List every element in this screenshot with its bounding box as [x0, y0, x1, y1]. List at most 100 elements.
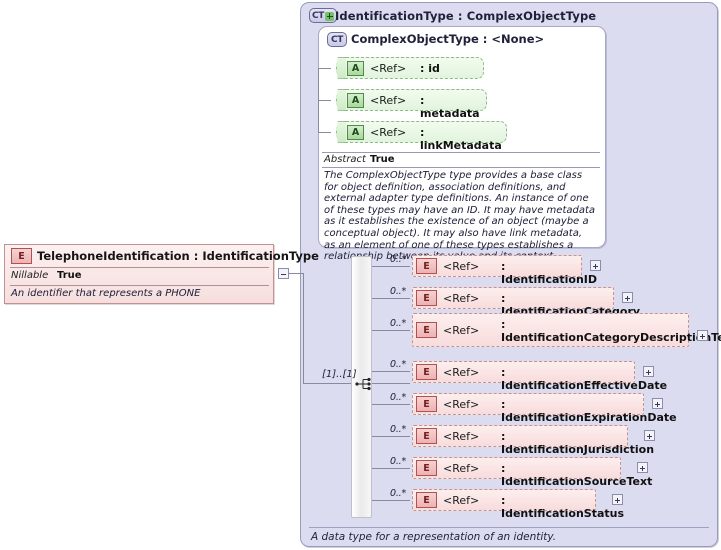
facet-key-nillable: Nillable — [11, 270, 49, 281]
root-element-box-telephoneidentification[interactable]: E TelephoneIdentification : Identificati… — [4, 244, 319, 304]
attribute-icon: A — [347, 125, 364, 140]
element-connector-1 — [372, 266, 410, 267]
element-connector-7 — [372, 468, 410, 469]
sequence-cardinality-label: [1]..[1] — [322, 369, 357, 380]
element-cardinality-2: 0..* — [390, 286, 407, 297]
expand-icon[interactable] — [697, 330, 708, 341]
root-to-type-connector — [289, 273, 303, 274]
element-row-identificationcategory[interactable]: E <Ref> : IdentificationCategory — [412, 287, 640, 318]
element-cardinality-4: 0..* — [390, 359, 407, 370]
element-cardinality-7: 0..* — [390, 456, 407, 467]
expand-icon[interactable] — [590, 260, 601, 271]
footer-divider — [309, 527, 709, 528]
element-ref-label: <Ref> — [443, 260, 480, 273]
element-row-identificationstatus[interactable]: E <Ref> : IdentificationStatus — [412, 489, 624, 520]
element-cardinality-6: 0..* — [390, 424, 407, 435]
attribute-nose-shape — [336, 121, 346, 143]
base-type-title: ComplexObjectType : <None> — [351, 32, 545, 46]
complextype-expanded-icon[interactable]: CT — [309, 8, 337, 23]
element-connector-3 — [372, 330, 410, 331]
complextype-icon[interactable]: CT — [327, 32, 347, 47]
element-ref-label: <Ref> — [443, 494, 480, 507]
element-connector-8 — [372, 500, 410, 501]
element-row-identificationjurisdiction[interactable]: E <Ref> : IdentificationJurisdiction — [412, 425, 654, 456]
attribute-branch-2 — [318, 100, 331, 101]
element-cardinality-8: 0..* — [390, 488, 407, 499]
attribute-nose-shape — [336, 89, 346, 111]
element-name-label: : IdentificationID — [501, 260, 598, 286]
element-ref-label: <Ref> — [443, 430, 480, 443]
element-connector-5 — [372, 404, 410, 405]
attribute-icon: A — [347, 61, 364, 76]
element-ref-label: <Ref> — [443, 292, 480, 305]
expand-icon[interactable] — [643, 366, 654, 377]
base-type-facet-block: Abstract True The ComplexObjectType type… — [322, 152, 600, 262]
element-ref-label: <Ref> — [443, 324, 480, 337]
complex-type-title: IdentificationType : ComplexObjectType — [335, 9, 597, 23]
element-row-identificationeffectivedate[interactable]: E <Ref> : IdentificationEffectiveDate — [412, 361, 667, 392]
element-row-identificationexpirationdate[interactable]: E <Ref> : IdentificationExpirationDate — [412, 393, 677, 424]
attribute-branch-1 — [318, 68, 331, 69]
element-name-label: : IdentificationJurisdiction — [501, 430, 655, 456]
element-cardinality-5: 0..* — [390, 392, 407, 403]
element-cardinality-1: 0..* — [390, 254, 407, 265]
facet-value-nillable: True — [57, 270, 82, 281]
root-element-description: An identifier that represents a PHONE — [11, 288, 201, 299]
attribute-ref-label: <Ref> — [370, 126, 407, 139]
attribute-branch-3 — [318, 132, 331, 133]
element-row-identificationcategorydescriptiontext[interactable]: E <Ref> : IdentificationCategoryDescript… — [412, 313, 721, 347]
element-ref-label: <Ref> — [443, 462, 480, 475]
element-icon: E — [11, 248, 32, 264]
expand-icon[interactable] — [612, 494, 623, 505]
element-icon: E — [416, 322, 437, 338]
element-name-label: : IdentificationStatus — [501, 494, 625, 520]
sequence-trunk-connector — [303, 273, 304, 383]
element-row-identificationid[interactable]: E <Ref> : IdentificationID — [412, 255, 597, 286]
attribute-ref-label: <Ref> — [370, 94, 407, 107]
element-name-label: : IdentificationExpirationDate — [501, 398, 677, 424]
element-name-label: : IdentificationSourceText — [501, 462, 653, 488]
element-ref-label: <Ref> — [443, 366, 480, 379]
facet-key-abstract: Abstract — [324, 154, 366, 165]
attribute-icon: A — [347, 93, 364, 108]
element-icon: E — [416, 460, 437, 476]
element-icon: E — [416, 492, 437, 508]
element-icon: E — [416, 364, 437, 380]
element-icon: E — [416, 258, 437, 274]
sequence-compositor-bar[interactable] — [351, 256, 372, 518]
element-connector-4 — [372, 383, 410, 384]
root-element-divider-1 — [10, 267, 269, 268]
complextype-badge-label: CT — [312, 11, 325, 21]
attribute-nose-shape — [336, 57, 346, 79]
plus-icon[interactable] — [325, 11, 334, 21]
attribute-row-metadata[interactable]: A <Ref> : metadata — [336, 89, 487, 120]
facet-divider-top — [322, 152, 600, 153]
element-name-label: : IdentificationCategoryDescriptionText — [501, 318, 721, 344]
sequence-compositor-icon[interactable] — [355, 377, 373, 391]
element-connector-6 — [372, 436, 410, 437]
attribute-row-id[interactable]: A <Ref> : id — [336, 57, 484, 79]
element-connector-4b — [372, 371, 410, 372]
expand-icon[interactable] — [644, 430, 655, 441]
element-ref-label: <Ref> — [443, 398, 480, 411]
collapse-icon[interactable] — [278, 268, 289, 279]
complex-type-description: A data type for a representation of an i… — [311, 531, 557, 543]
attribute-name-label: : metadata — [420, 94, 480, 120]
attribute-name-label: : id — [420, 62, 440, 75]
element-connector-2 — [372, 298, 410, 299]
attribute-row-linkmetadata[interactable]: A <Ref> : linkMetadata — [336, 121, 507, 152]
sequence-entry-connector — [303, 383, 351, 384]
facet-value-abstract: True — [370, 154, 395, 165]
facet-divider-mid — [322, 167, 600, 168]
expand-icon[interactable] — [652, 398, 663, 409]
element-icon: E — [416, 290, 437, 306]
element-row-identificationsourcetext[interactable]: E <Ref> : IdentificationSourceText — [412, 457, 652, 488]
attribute-ref-label: <Ref> — [370, 62, 407, 75]
element-icon: E — [416, 428, 437, 444]
expand-icon[interactable] — [637, 462, 648, 473]
root-element-title: TelephoneIdentification : Identification… — [37, 249, 319, 263]
expand-icon[interactable] — [622, 292, 633, 303]
base-type-description: The ComplexObjectType type provides a ba… — [324, 170, 596, 263]
root-element-divider-2 — [10, 285, 269, 286]
